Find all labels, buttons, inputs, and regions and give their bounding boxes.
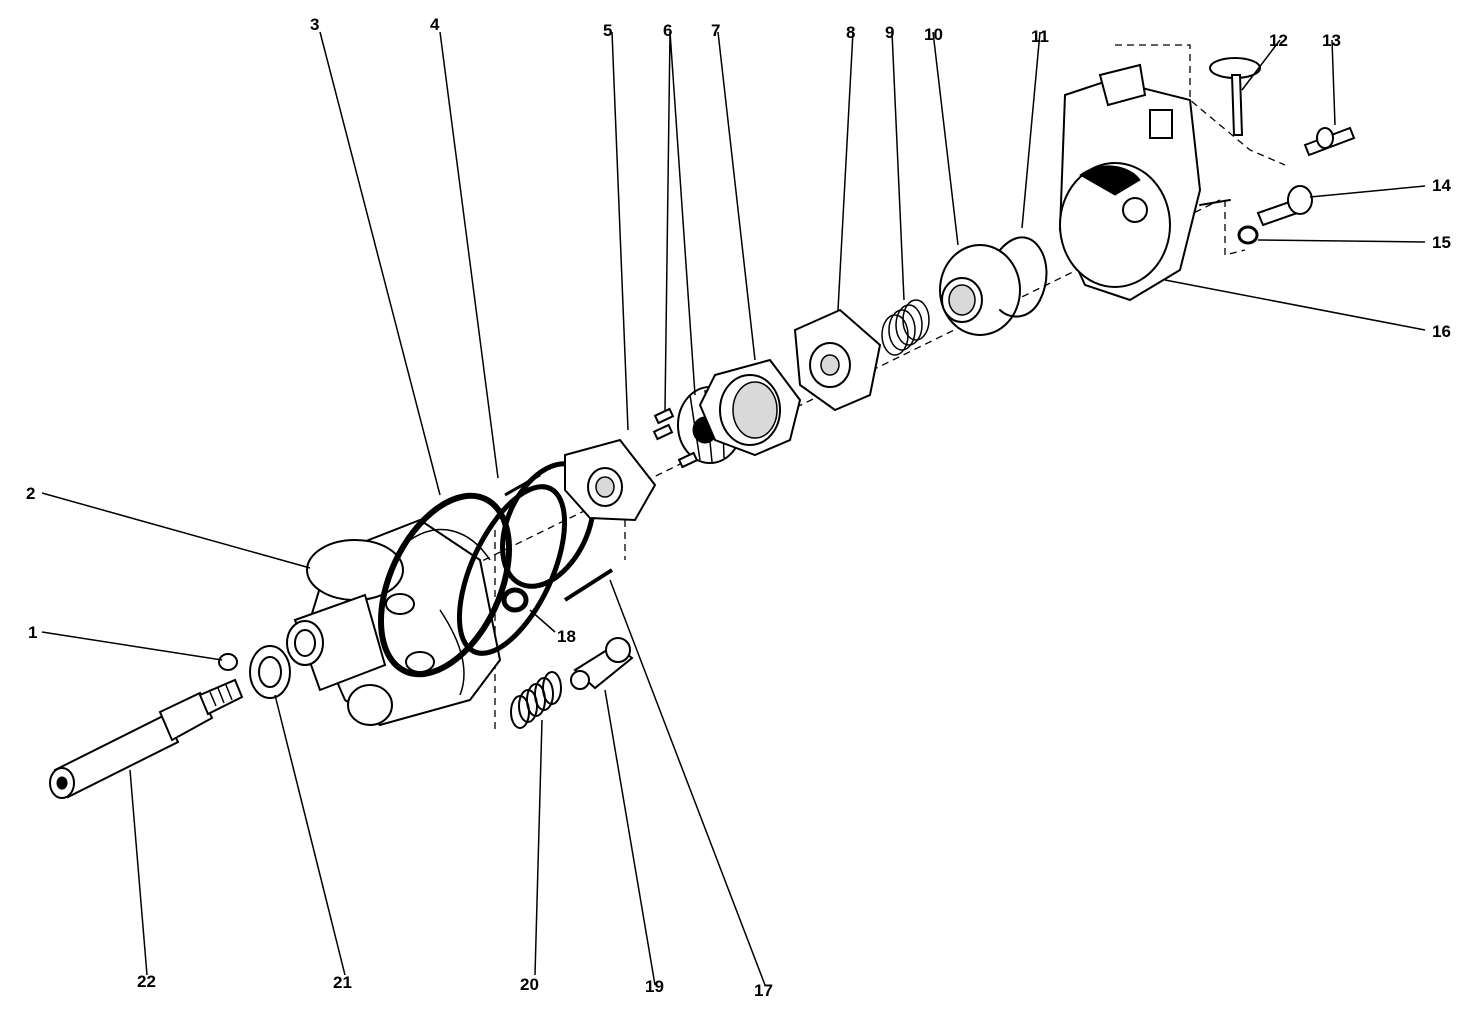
label-22: 22	[137, 972, 156, 991]
part-10-end-plate	[939, 244, 1021, 336]
label-3: 3	[310, 15, 319, 34]
part-17b-dowel-pin	[504, 473, 541, 497]
label-2: 2	[26, 484, 35, 503]
part-5-pressure-plate	[564, 438, 657, 522]
label-1: 1	[28, 623, 37, 642]
part-15-o-ring	[1237, 225, 1259, 245]
part-8-thrust-plate	[793, 308, 882, 412]
part-16-reservoir	[1058, 63, 1231, 302]
part-3-o-ring	[377, 492, 513, 678]
label-4: 4	[430, 15, 440, 34]
leader-lines	[41, 31, 1426, 986]
label-14: 14	[1432, 176, 1451, 195]
label-9: 9	[885, 23, 894, 42]
part-12-filler-cap	[1209, 57, 1261, 136]
label-13: 13	[1322, 31, 1341, 50]
part-14-fitting	[1256, 185, 1313, 227]
part-9-spring	[881, 299, 930, 356]
label-20: 20	[520, 975, 539, 994]
part-4-o-ring	[456, 484, 568, 656]
label-18: 18	[557, 627, 576, 646]
part-11-snap-ring	[999, 236, 1048, 318]
label-16: 16	[1432, 322, 1451, 341]
label-5: 5	[603, 21, 612, 40]
part-18-small-o-ring	[501, 587, 529, 613]
label-17: 17	[754, 981, 773, 1000]
part-7-cam-ring	[698, 358, 802, 457]
label-21: 21	[333, 973, 352, 992]
part-2-pump-housing	[286, 518, 502, 727]
part-22-drive-shaft	[49, 678, 244, 799]
label-15: 15	[1432, 233, 1451, 252]
label-19: 19	[645, 977, 664, 996]
part-17-dowel-pin	[563, 568, 614, 602]
part-labels: 1 2 3 4 5 6 7 8 9 10 11 12 13 14 15 16 1…	[26, 15, 1451, 1000]
label-12: 12	[1269, 31, 1288, 50]
part-1-retaining-ring	[218, 653, 238, 671]
part-20-spring	[510, 671, 562, 729]
label-6: 6	[663, 21, 672, 40]
part-21-shaft-seal	[249, 645, 291, 699]
label-10: 10	[924, 25, 943, 44]
label-8: 8	[846, 23, 855, 42]
label-11: 11	[1031, 27, 1049, 46]
part-19-flow-control-valve	[570, 637, 634, 690]
label-7: 7	[711, 21, 720, 40]
part-13-stud	[1303, 126, 1356, 157]
